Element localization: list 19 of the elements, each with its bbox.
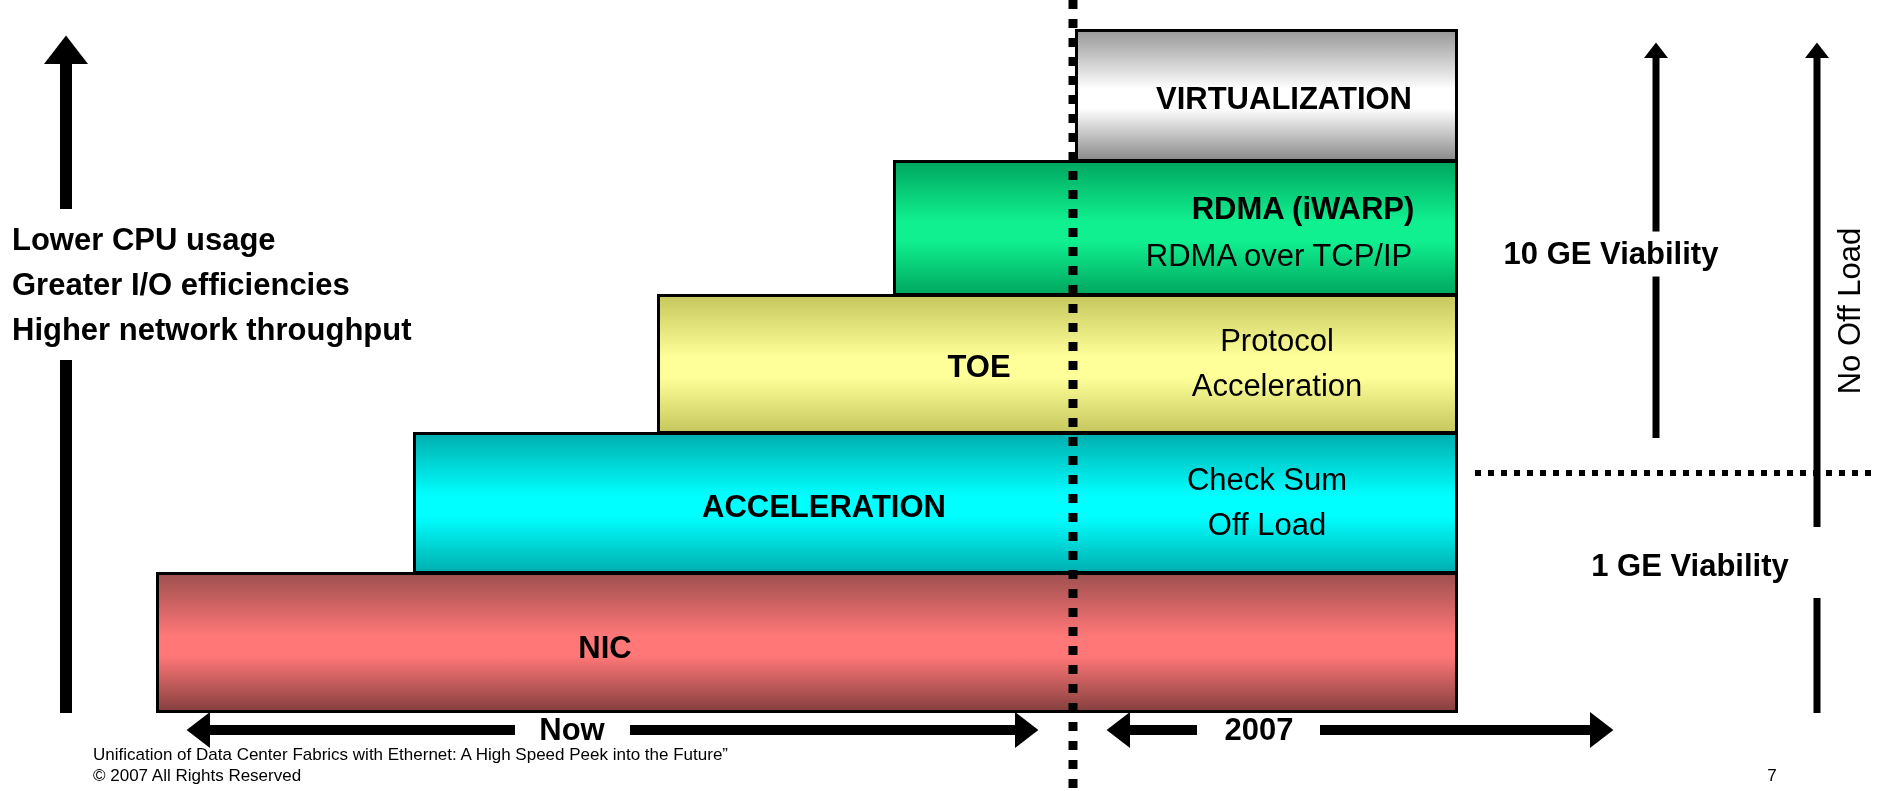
axis-label: Higher network throughput (12, 310, 412, 349)
footer-text: © 2007 All Rights Reserved (93, 765, 302, 787)
bar-title: VIRTUALIZATION (1156, 79, 1412, 118)
bar-title: RDMA (iWARP) (1191, 189, 1415, 228)
bar-title: NIC (578, 628, 632, 667)
bar-title: TOE (947, 347, 1011, 386)
bar-title: ACCELERATION (702, 487, 946, 526)
axis-label: Greater I/O efficiencies (12, 265, 350, 304)
bar-description: Check Sum Off Load (1185, 461, 1349, 544)
step-bar (657, 294, 1458, 434)
step-bar (1075, 29, 1458, 162)
page-number: 7 (1767, 765, 1777, 787)
bar-description: Protocol Acceleration (1190, 322, 1364, 405)
step-bar (893, 160, 1458, 296)
timeline-label: 2007 (1224, 710, 1294, 749)
step-bar (413, 432, 1458, 574)
step-bar (156, 572, 1458, 713)
axis-label: Lower CPU usage (12, 220, 276, 259)
bar-description: RDMA over TCP/IP (1145, 236, 1413, 275)
